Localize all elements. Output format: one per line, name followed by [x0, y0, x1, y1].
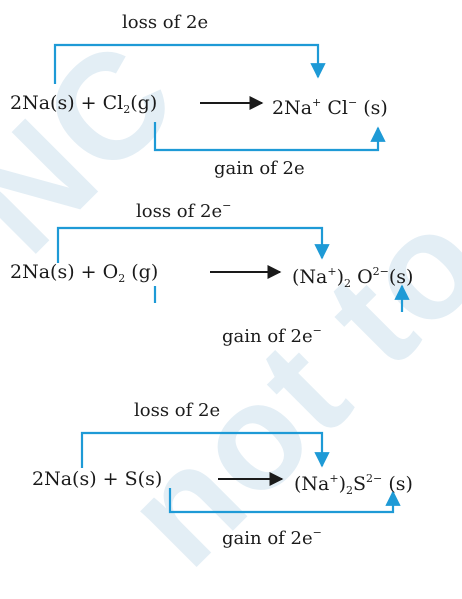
reactant: 2Na(s): [10, 92, 75, 114]
transfer-arrows-diagram: [53, 43, 410, 514]
loss-label: loss of 2e: [134, 400, 221, 421]
gain-label: gain of 2e: [214, 158, 305, 179]
reactant: 2Na(s): [32, 468, 97, 490]
loss-electron-bracket: [56, 226, 330, 263]
loss-electron-bracket: [53, 43, 326, 84]
gain-electron-bracket: [168, 488, 401, 514]
reaction-equation: 2Na(s) + O2 (g): [10, 261, 158, 290]
product: (Na+)2S2− (s): [294, 472, 413, 497]
reactant: O2 (g): [102, 261, 159, 285]
gain-label: gain of 2e−: [222, 526, 322, 549]
plus-sign: +: [80, 92, 97, 114]
product: (Na+)2 O2−(s): [292, 265, 414, 290]
loss-electron-bracket: [80, 431, 330, 468]
product: 2Na+ Cl− (s): [272, 96, 388, 119]
plus-sign: +: [102, 468, 119, 490]
loss-label: loss of 2e−: [136, 199, 232, 222]
gain-label: gain of 2e−: [222, 324, 322, 347]
reaction-equation: 2Na(s) + S(s): [32, 468, 162, 490]
loss-label: loss of 2e: [122, 12, 209, 33]
reactant: S(s): [124, 468, 163, 490]
reaction-equation: 2Na(s) + Cl2(g): [10, 92, 157, 121]
reactant: Cl2(g): [102, 92, 158, 116]
plus-sign: +: [80, 261, 97, 283]
gain-electron-bracket: [153, 122, 386, 152]
reactant: 2Na(s): [10, 261, 75, 283]
